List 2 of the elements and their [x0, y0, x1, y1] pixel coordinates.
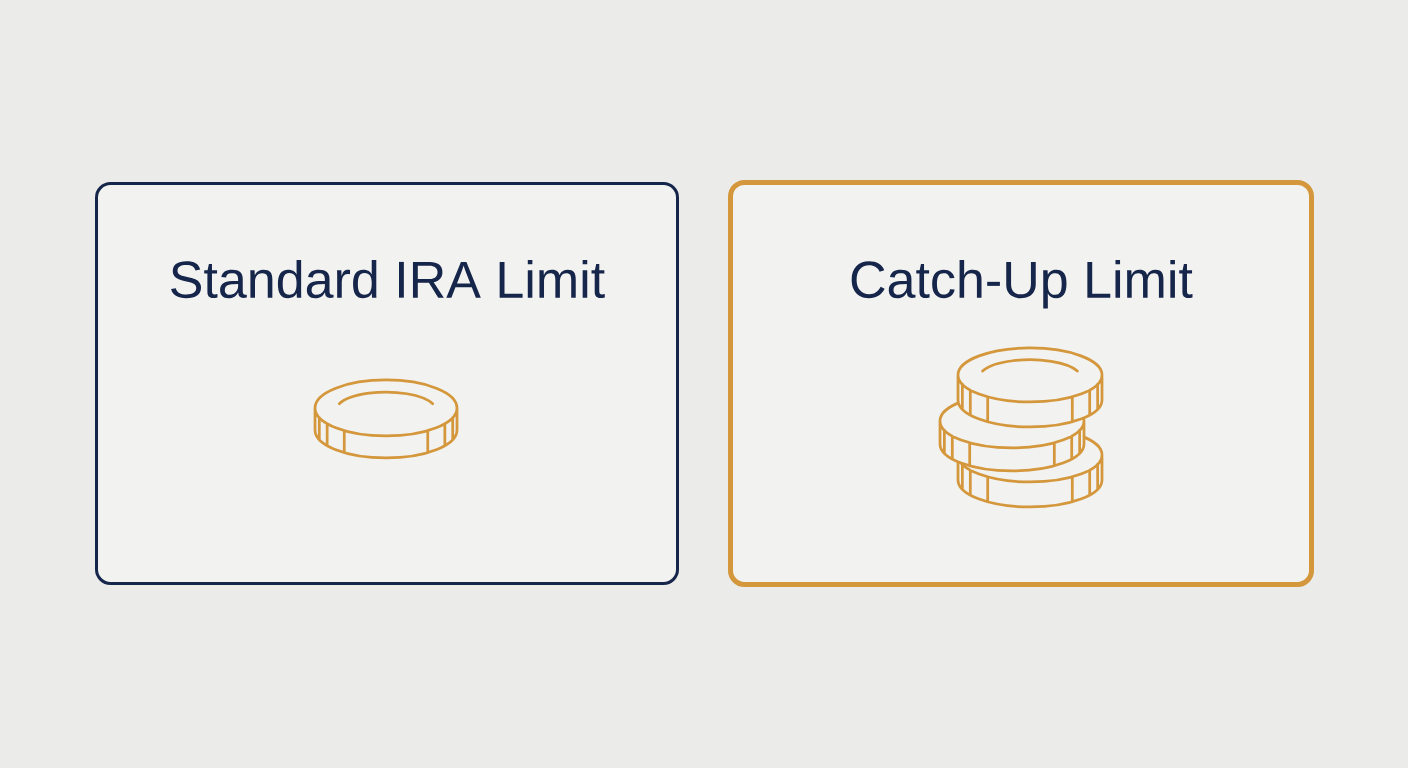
- card: Catch-Up Limit: [728, 180, 1314, 587]
- card: Standard IRA Limit: [95, 182, 679, 585]
